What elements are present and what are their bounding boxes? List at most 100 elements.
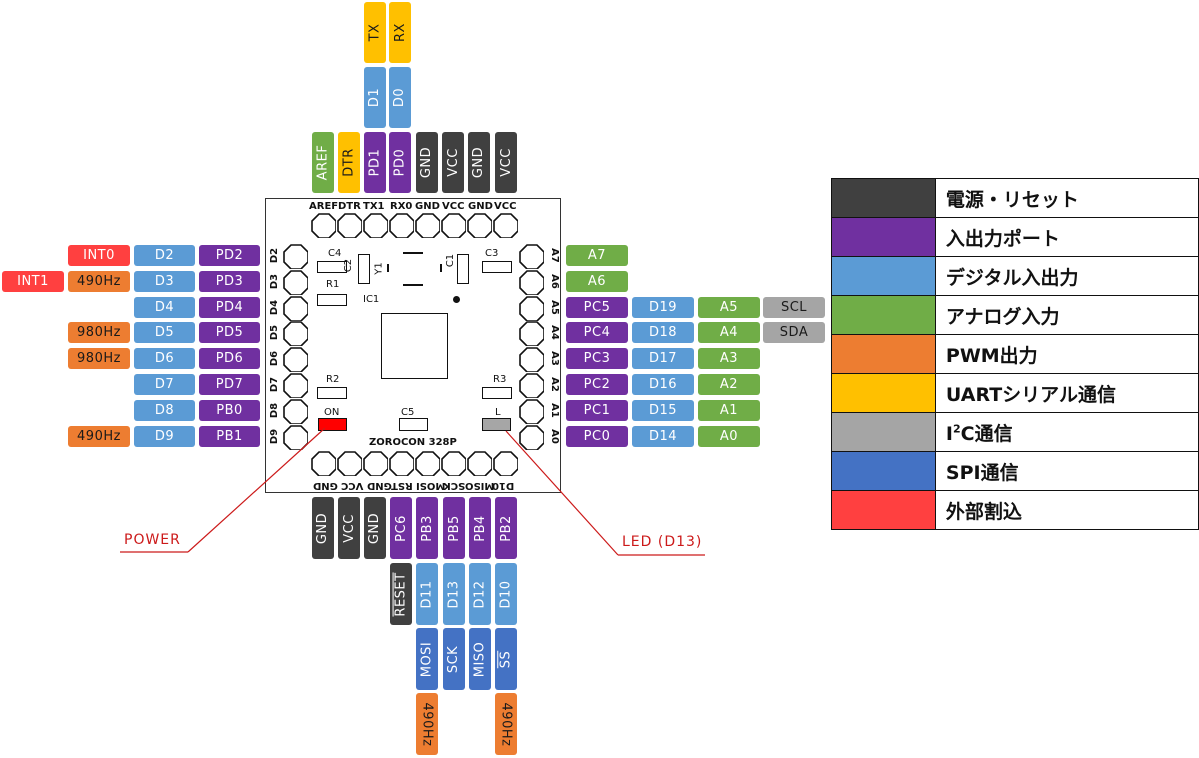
legend-row-analog: アナログ入力 <box>831 295 1199 335</box>
right-analog-a3-label: A3 <box>719 351 739 367</box>
top-uart-tx: TX <box>364 2 386 63</box>
right-digital-d19: D19 <box>632 296 694 318</box>
bottom-spi-miso-label: MISO <box>472 641 488 677</box>
right-analog-a3: A3 <box>698 348 760 370</box>
board-top-silk-5: VCC <box>442 201 465 212</box>
bottom-spi-mosi-label: MOSI <box>419 641 435 677</box>
left-digital-d5: D5 <box>134 322 195 344</box>
top-pin-dtr-label: DTR <box>341 148 357 177</box>
legend-row-pwm: PWM出力 <box>831 334 1199 374</box>
legend-row-digital: デジタル入出力 <box>831 256 1199 296</box>
bottom-header-pad <box>441 451 466 476</box>
power-callout-label: POWER <box>124 532 181 548</box>
top-pin-dtr: DTR <box>338 132 360 193</box>
board-right-silk-a5: A5 <box>548 299 560 315</box>
left-port-pb1: PB1 <box>199 425 260 447</box>
board-right-silk-a1: A1 <box>548 402 560 418</box>
left-pwm-980hz: 980Hz <box>68 348 130 370</box>
bottom-pin-gnd-label: GND <box>315 512 331 544</box>
left-port-pd5-label: PD5 <box>215 325 244 341</box>
right-digital-d18-label: D18 <box>648 325 678 341</box>
right-port-pc5-label: PC5 <box>583 299 611 315</box>
top-pin-gnd-label: GND <box>471 146 487 179</box>
resistor-r3 <box>482 387 512 399</box>
board-bottom-silk-4: RST <box>391 480 413 491</box>
right-analog-a5: A5 <box>698 296 760 318</box>
left-digital-d9: D9 <box>134 425 195 447</box>
right-analog-a0-label: A0 <box>719 428 739 444</box>
left-pwm-980hz: 980Hz <box>68 322 130 344</box>
board-top-silk-3: RX0 <box>390 201 413 212</box>
top-pin-gnd: GND <box>468 132 490 193</box>
right-port-pc3: PC3 <box>566 348 628 370</box>
right-header-pad <box>519 321 544 347</box>
right-port-pc0-label: PC0 <box>583 428 611 444</box>
bottom-digital-d11: D11 <box>416 563 438 625</box>
top-header-pad <box>441 213 466 238</box>
right-port-pc1: PC1 <box>566 399 628 421</box>
bottom-pwm-4: 490Hz <box>495 693 517 755</box>
bottom-pin-pb3: PB3 <box>416 497 438 559</box>
ic1-label: IC1 <box>363 294 380 305</box>
bottom-digital-d10: D10 <box>495 563 517 625</box>
bottom-header-pad <box>389 451 414 476</box>
bottom-pin-pb4: PB4 <box>469 497 491 559</box>
left-pwm-490hz-label: 490Hz <box>77 273 121 289</box>
top-digital-d0-label: D0 <box>392 87 408 108</box>
left-pwm-980hz-label: 980Hz <box>77 325 121 341</box>
bottom-pin-vcc-label: VCC <box>341 513 357 543</box>
legend-label-port: 入出力ポート <box>934 217 1199 257</box>
left-port-pb0-label: PB0 <box>216 402 243 418</box>
right-analog-a5-label: A5 <box>719 299 739 315</box>
bottom-spi-sck-label: SCK <box>446 645 462 673</box>
top-pin-gnd-label: GND <box>419 146 435 179</box>
left-digital-d8-label: D8 <box>154 402 175 418</box>
left-header-pad <box>283 269 308 295</box>
top-pin-gnd: GND <box>416 132 438 193</box>
bottom-pin-pb5-label: PB5 <box>446 514 462 542</box>
l-led-label: L <box>495 407 501 418</box>
on-led-label: ON <box>324 407 340 418</box>
right-digital-d15-label: D15 <box>648 402 678 418</box>
right-port-pc4: PC4 <box>566 322 628 344</box>
left-digital-d5-label: D5 <box>154 325 175 341</box>
top-header-pad <box>415 213 440 238</box>
capacitor-c5 <box>399 418 428 431</box>
board-right-silk-a3: A3 <box>548 351 560 367</box>
bottom-pin-pb5: PB5 <box>443 497 465 559</box>
bottom-header-pad <box>415 451 440 476</box>
left-digital-d2: D2 <box>134 245 195 266</box>
bottom-pin-pb4-label: PB4 <box>472 514 488 542</box>
top-pin-vcc-label: VCC <box>498 148 514 177</box>
bottom-pin-gnd: GND <box>312 497 334 559</box>
right-port-pc2: PC2 <box>566 374 628 395</box>
r1-label: R1 <box>326 279 340 290</box>
bottom-header-pad <box>337 451 362 476</box>
board-left-silk-d3: D3 <box>269 273 281 289</box>
crystal-mark-top <box>403 252 423 254</box>
right-header-pad <box>519 295 544 321</box>
legend-row-i2c: I2C通信 <box>831 412 1199 452</box>
right-header-pad <box>519 373 544 398</box>
c2-label: C2 <box>343 258 355 273</box>
right-digital-d18: D18 <box>632 322 694 344</box>
bottom-spi-mosi: MOSI <box>416 628 438 690</box>
top-header-pad <box>363 213 388 238</box>
legend-swatch-analog <box>831 295 936 335</box>
board-bottom-silk-2: SCK <box>443 480 466 491</box>
top-pin-vcc-label: VCC <box>445 148 461 177</box>
r2-label: R2 <box>326 374 340 385</box>
right-i2c-scl-label: SCL <box>780 299 808 315</box>
left-digital-d8: D8 <box>134 399 195 421</box>
left-header-pad <box>283 424 308 450</box>
right-port-pc0: PC0 <box>566 425 628 447</box>
right-i2c-sda: SDA <box>763 322 825 344</box>
right-header-pad <box>519 347 544 373</box>
right-digital-d15: D15 <box>632 399 694 421</box>
board-right-silk-a2: A2 <box>548 377 560 392</box>
right-digital-d14: D14 <box>632 425 694 447</box>
right-analog-a2: A2 <box>698 374 760 395</box>
c1-label: C1 <box>445 253 457 268</box>
right-digital-d14-label: D14 <box>648 428 678 444</box>
